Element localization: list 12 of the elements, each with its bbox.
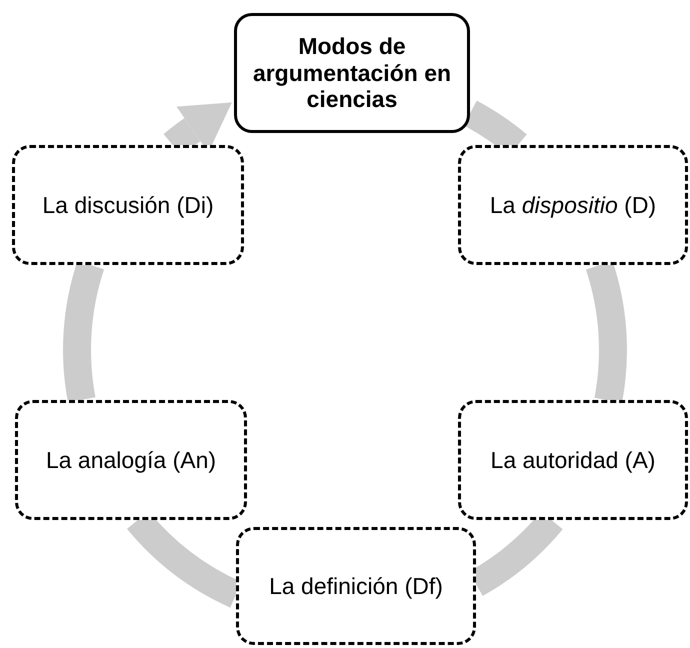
box-label: La analogía (An) (46, 446, 216, 474)
title-text: Modos de argumentación en ciencias (252, 33, 452, 113)
mode-box (12, 145, 244, 265)
mode-box (458, 400, 688, 520)
mode-box (458, 145, 688, 265)
title-box (234, 13, 470, 133)
box-label: La autoridad (A) (490, 446, 656, 474)
mode-box (15, 400, 247, 520)
box-label: La dispositio (D) (490, 192, 656, 218)
mode-box (236, 527, 476, 645)
box-label: La discusión (Di) (42, 192, 214, 218)
box-label: La definición (Df) (269, 572, 443, 600)
